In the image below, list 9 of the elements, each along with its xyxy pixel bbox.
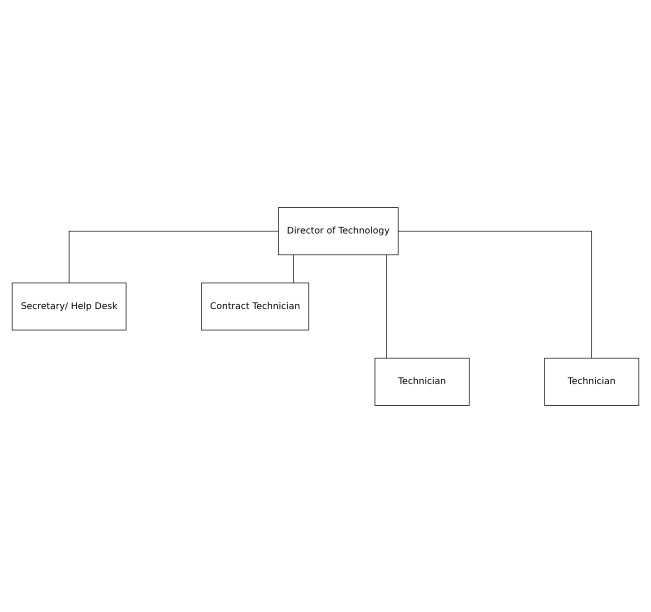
node-box: Secretary/ Help Desk (12, 282, 126, 330)
connector (398, 230, 592, 358)
connector (293, 254, 294, 283)
node-box: Director of Technology (278, 206, 399, 255)
node-box: Technician (544, 357, 640, 406)
connector (68, 230, 279, 283)
node-box: Technician (374, 357, 470, 406)
node-box: Contract Technician (201, 282, 310, 330)
connector (386, 254, 387, 358)
